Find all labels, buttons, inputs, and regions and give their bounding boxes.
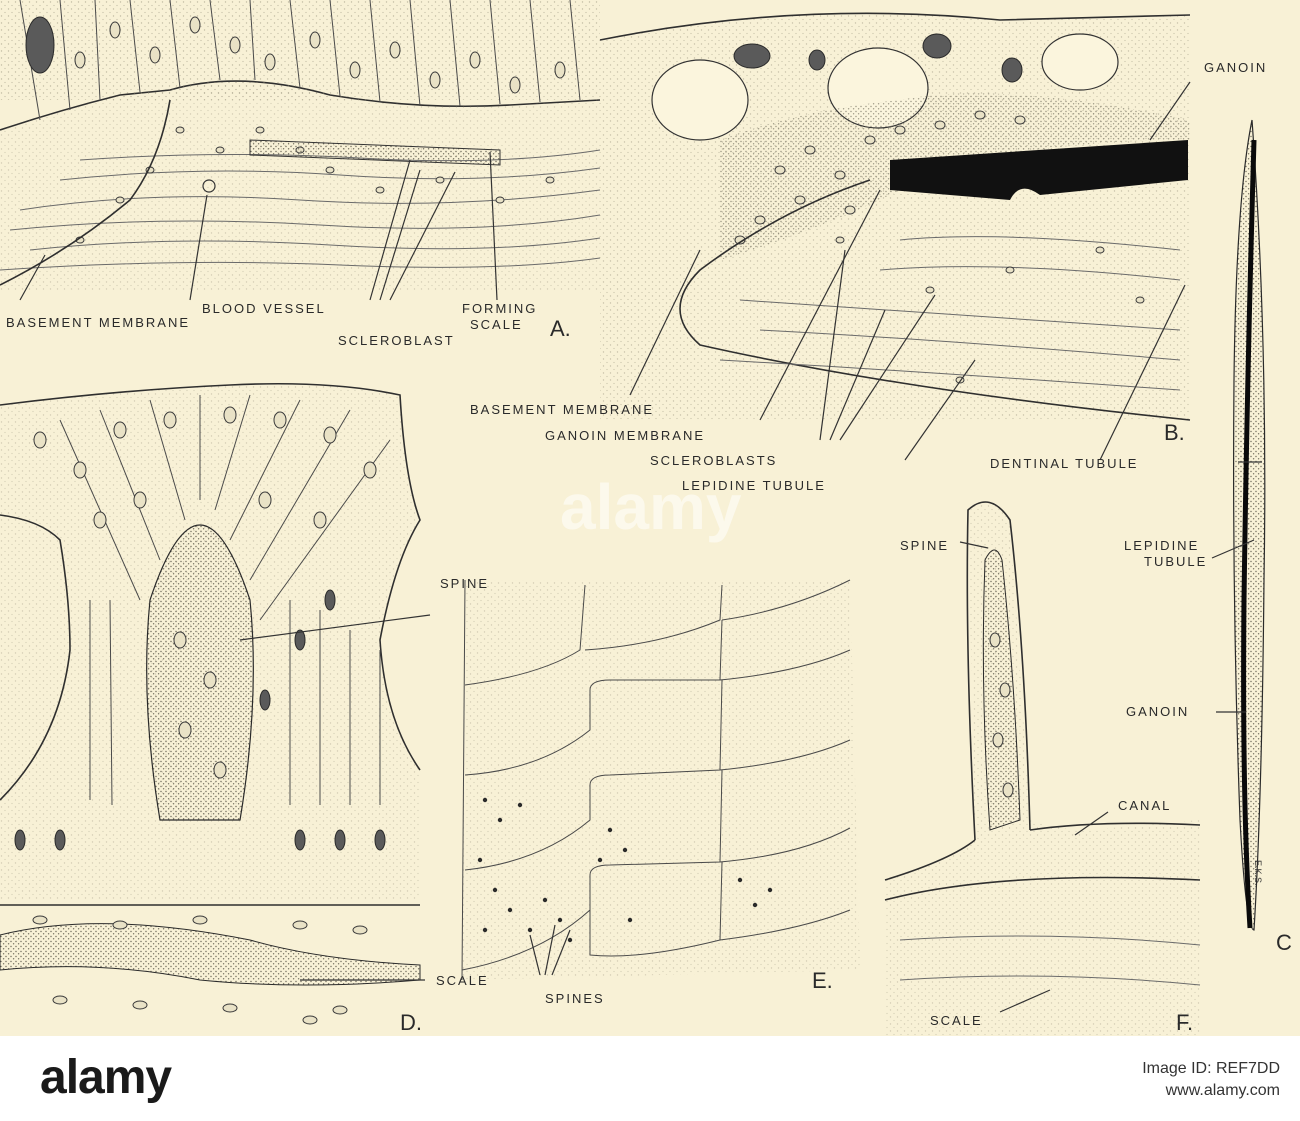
label-c-dentinal-tubule: DENTINAL TUBULE <box>990 456 1138 471</box>
image-id-label: Image ID: REF7DD <box>1142 1060 1280 1077</box>
panel-c: DENTINAL TUBULE LEPIDINE TUBULE GANOIN E… <box>990 119 1292 955</box>
panel-a-dark-cell <box>25 16 55 74</box>
label-a-blood-vessel: BLOOD VESSEL <box>202 301 326 316</box>
site-url: www.alamy.com <box>1165 1081 1280 1099</box>
panel-d-label: D. <box>400 1010 422 1035</box>
panel-a-blood-vessel <box>202 179 216 193</box>
alamy-logo: alamy <box>40 1051 172 1104</box>
illustration-plate: BASEMENT MEMBRANE BLOOD VESSEL SCLEROBLA… <box>0 0 1300 1036</box>
label-a-scleroblast: SCLEROBLAST <box>338 333 455 348</box>
label-a-basement-membrane: BASEMENT MEMBRANE <box>6 315 190 330</box>
label-b-basement-membrane: BASEMENT MEMBRANE <box>470 402 654 417</box>
panel-e-scale-rows <box>461 579 851 981</box>
label-c-ganoin: GANOIN <box>1126 704 1189 719</box>
panel-b-vacuole-3 <box>1041 33 1119 91</box>
panel-b-label: B. <box>1164 420 1185 445</box>
panel-f-label: F. <box>1176 1010 1193 1035</box>
label-c-lepidine: LEPIDINE <box>1124 538 1199 553</box>
histology-figure: BASEMENT MEMBRANE BLOOD VESSEL SCLEROBLA… <box>0 0 1292 1036</box>
panel-a-dermis <box>0 81 601 290</box>
label-c-tubule: TUBULE <box>1144 554 1207 569</box>
label-b-lepidine-tubule: LEPIDINE TUBULE <box>682 478 826 493</box>
panel-f: SPINE CANAL SCALE F. <box>884 501 1201 1036</box>
label-f-canal: CANAL <box>1118 798 1171 813</box>
label-c-signature: E.K.S. <box>1253 860 1263 886</box>
image-id-block: Image ID: REF7DD www.alamy.com <box>1142 1058 1280 1101</box>
panel-d-spine-bud <box>146 524 254 821</box>
label-a-scale: SCALE <box>470 317 523 332</box>
panel-d: SPINE SCALE D. <box>0 382 487 1035</box>
label-e-spines: SPINES <box>545 991 605 1006</box>
label-f-scale: SCALE <box>930 1013 983 1028</box>
label-b-ganoin: GANOIN <box>1204 60 1267 75</box>
panel-a-forming-scale <box>249 139 501 166</box>
panel-b-vacuole-1 <box>651 59 749 141</box>
panel-a: BASEMENT MEMBRANE BLOOD VESSEL SCLEROBLA… <box>0 0 601 348</box>
label-a-forming: FORMING <box>462 301 537 316</box>
panel-e-label: E. <box>812 968 833 993</box>
panel-b: GANOIN BASEMENT MEMBRANE GANOIN MEMBRANE… <box>470 12 1267 493</box>
label-f-spine: SPINE <box>900 538 949 553</box>
panel-c-ganoin-layer <box>1241 139 1257 929</box>
panel-e: SPINES E. <box>461 579 860 1006</box>
label-b-scleroblasts: SCLEROBLASTS <box>650 453 777 468</box>
watermark-bar <box>0 1036 1300 1121</box>
panel-c-label: C <box>1276 930 1292 955</box>
label-b-ganoin-membrane: GANOIN MEMBRANE <box>545 428 705 443</box>
panel-b-ganoin-layer <box>890 140 1188 200</box>
panel-a-label: A. <box>550 316 571 341</box>
panel-a-epithelium <box>0 0 601 131</box>
